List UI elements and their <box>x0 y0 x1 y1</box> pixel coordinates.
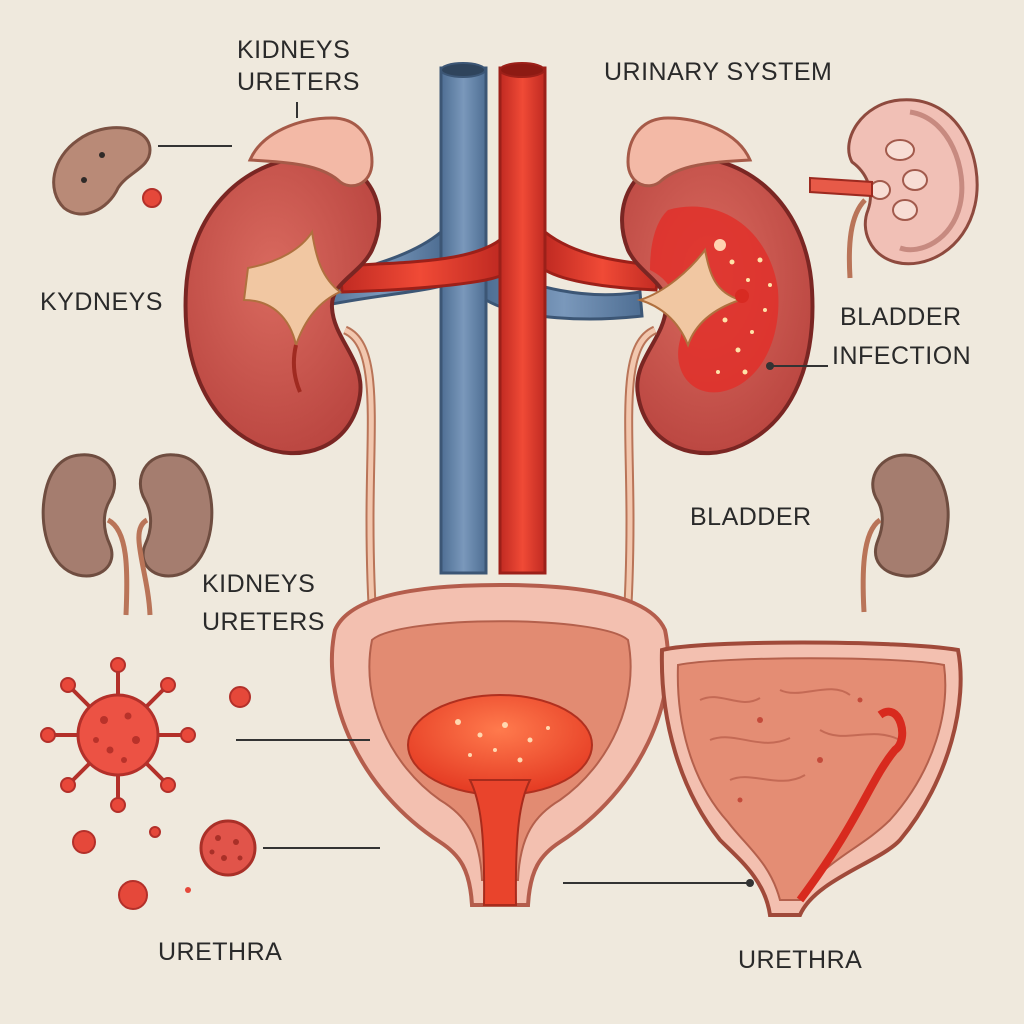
label-bladder-right: BLADDER <box>690 503 812 531</box>
mini-kidney-pair-left <box>41 453 214 616</box>
bladder-cross-section <box>659 640 963 917</box>
bladder-wall-texture <box>699 688 901 782</box>
label-urinary-system: URINARY SYSTEM <box>604 58 832 86</box>
label-kydneys-left: KYDNEYS <box>40 288 163 316</box>
artery-aorta <box>338 62 662 575</box>
label-kidneys-mid: KIDNEYS <box>202 570 315 598</box>
pointer-dot-infection <box>766 362 774 370</box>
right-kidney-infected <box>620 155 815 455</box>
label-bladder-infection-line2: INFECTION <box>832 342 971 370</box>
pointer-dot-urethra <box>746 879 754 887</box>
left-adrenal-gland <box>247 116 374 188</box>
germ-medium <box>199 819 257 877</box>
kidney-cross-section-inset <box>809 98 979 279</box>
label-ureters-top: URETERS <box>237 68 360 96</box>
label-ureters-mid: URETERS <box>202 608 325 636</box>
small-kidney-bean <box>52 126 152 216</box>
urine-bubbles <box>455 719 550 763</box>
label-bladder-infection-line1: BLADDER <box>840 303 962 331</box>
label-urethra-left: URETHRA <box>158 938 282 966</box>
mini-kidney-right <box>860 453 950 613</box>
virus-large-body <box>40 657 196 813</box>
bladder-spots <box>737 697 863 803</box>
leader-lines <box>158 102 828 884</box>
label-kidneys-top: KIDNEYS <box>237 36 350 64</box>
right-adrenal-gland <box>626 116 753 188</box>
infection-spots <box>716 257 772 375</box>
left-kidney <box>183 155 382 455</box>
main-bladder <box>329 582 671 907</box>
germ-small-dots <box>72 188 251 910</box>
label-urethra-right: URETHRA <box>738 946 862 974</box>
